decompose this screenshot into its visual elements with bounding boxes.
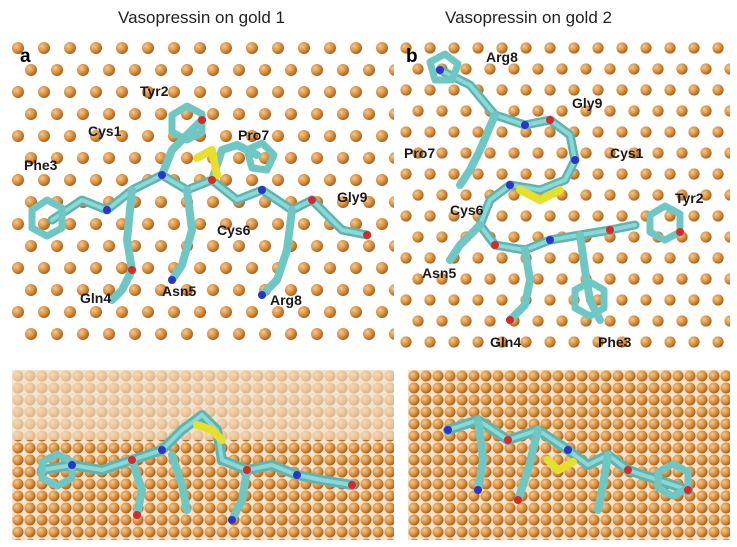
label-asn5-b: Asn5 bbox=[422, 265, 456, 281]
label-cys1-b: Cys1 bbox=[610, 145, 644, 161]
label-tyr2-b: Tyr2 bbox=[675, 190, 704, 206]
title-right: Vasopressin on gold 2 bbox=[445, 8, 612, 27]
label-asn5-a: Asn5 bbox=[162, 283, 196, 299]
gold-slab bbox=[12, 440, 394, 540]
molecule-a-side bbox=[37, 410, 357, 524]
panel-a-side-svg bbox=[12, 370, 394, 540]
atoms-b-side bbox=[444, 426, 692, 504]
atoms-a bbox=[103, 116, 371, 299]
molecule-b-side bbox=[443, 415, 693, 514]
panel-a-side bbox=[12, 370, 394, 540]
label-phe3-b: Phe3 bbox=[598, 334, 632, 350]
panel-b-top-svg: b Arg8 Gly9 Pro7 Cys1 Cys6 Tyr2 Asn5 Gln… bbox=[400, 40, 730, 350]
panel-letter-a: a bbox=[20, 46, 31, 67]
label-tyr2-a: Tyr2 bbox=[140, 83, 169, 99]
atoms-a-side bbox=[68, 446, 356, 524]
panel-a-top-svg: a Tyr2 Cys1 Pro7 Phe3 Gly9 Cys6 Gln4 Asn… bbox=[12, 40, 394, 350]
label-arg8-a: Arg8 bbox=[270, 292, 302, 308]
molecule-b bbox=[426, 50, 684, 324]
atoms-b bbox=[436, 66, 684, 324]
label-arg8-b: Arg8 bbox=[486, 49, 518, 65]
label-pro7-a: Pro7 bbox=[238, 127, 269, 143]
label-cys6-a: Cys6 bbox=[217, 222, 251, 238]
panel-letter-b: b bbox=[406, 46, 418, 67]
label-gly9-b: Gly9 bbox=[572, 95, 603, 111]
label-cys1-a: Cys1 bbox=[88, 123, 122, 139]
label-pro7-b: Pro7 bbox=[404, 145, 435, 161]
label-gln4-a: Gln4 bbox=[80, 290, 111, 306]
panel-a-top: a Tyr2 Cys1 Pro7 Phe3 Gly9 Cys6 Gln4 Asn… bbox=[12, 40, 394, 350]
panel-b-side bbox=[408, 370, 730, 540]
label-phe3-a: Phe3 bbox=[24, 157, 58, 173]
title-left: Vasopressin on gold 1 bbox=[118, 8, 285, 27]
panel-b-top: b Arg8 Gly9 Pro7 Cys1 Cys6 Tyr2 Asn5 Gln… bbox=[400, 40, 730, 350]
panel-b-side-svg bbox=[408, 370, 730, 540]
gold-surface bbox=[400, 40, 730, 350]
label-cys6-b: Cys6 bbox=[450, 202, 484, 218]
gold-surface bbox=[12, 40, 394, 350]
label-gly9-a: Gly9 bbox=[337, 189, 368, 205]
label-gln4-b: Gln4 bbox=[490, 334, 521, 350]
